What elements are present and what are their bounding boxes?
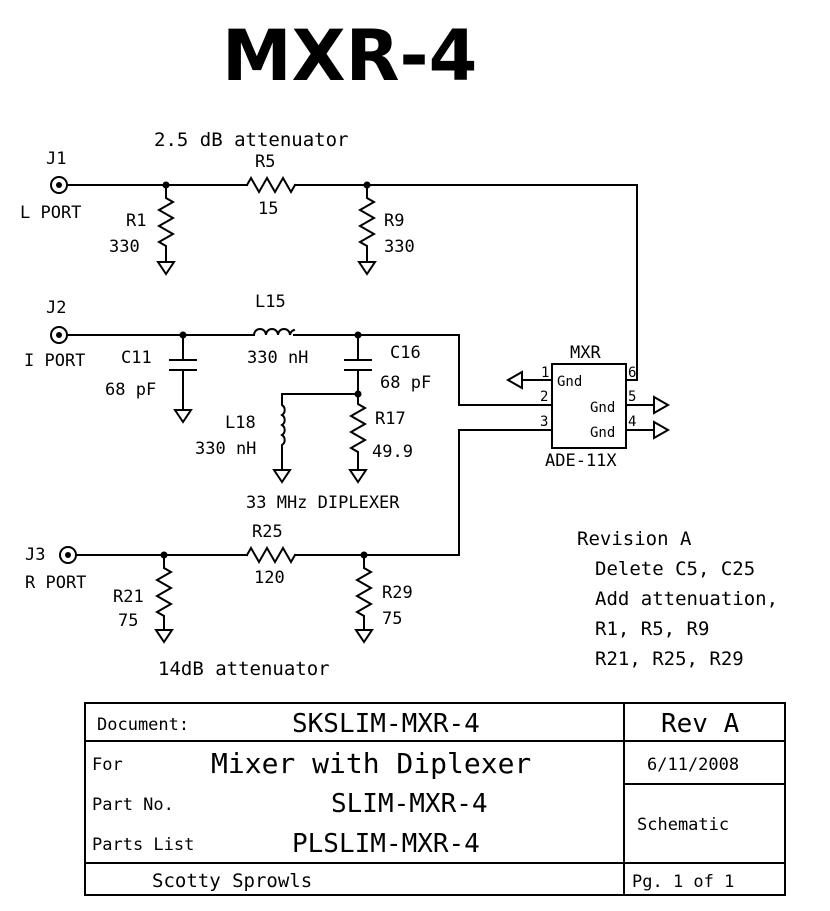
pin6-num: 6 [628,365,636,381]
j2-connector [50,326,68,344]
l18-ref: L18 [225,413,256,433]
l15-value: 330 nH [247,348,308,368]
revision-value: Rev A [661,709,740,739]
j1-ref: J1 [46,149,66,169]
ground-icon [348,469,368,484]
r1-value: 330 [109,237,140,257]
j2-ref: J2 [46,298,66,318]
r29-resistor [354,554,374,631]
j1-name: L PORT [20,203,81,223]
ground-icon [357,261,377,276]
r9-resistor [357,184,377,263]
ground-icon [272,469,292,484]
document-value: SKSLIM-MXR-4 [292,709,480,739]
revision-note: R21, R25, R29 [595,648,744,670]
for-value: Mixer with Diplexer [211,747,531,780]
r5-value: 15 [258,199,278,219]
pin3-wire [458,429,553,556]
r29-ref: R29 [382,583,413,603]
l15-ref: L15 [255,292,286,312]
revision-notes: Revision A Delete C5, C25 Add attenuatio… [577,528,778,670]
diplexer-label: 33 MHz DIPLEXER [246,493,400,513]
r29-value: 75 [382,609,402,629]
r21-ref: R21 [113,587,144,607]
r9-ref: R9 [384,211,404,231]
r25-ref: R25 [252,522,283,542]
ground-icon [173,409,193,424]
ground-icon [653,395,671,415]
wire-l-2 [294,184,638,381]
r17-ref: R17 [375,409,406,429]
c16-ref: C16 [390,343,421,363]
c16-capacitor [344,334,372,395]
l15-inductor [252,328,296,337]
j3-ref: J3 [25,545,45,565]
page-number: Pg. 1 of 1 [632,872,734,892]
parts-list-value: PLSLIM-MXR-4 [292,829,480,859]
r1-ref: R1 [126,211,146,231]
revision-note: R1, R5, R9 [595,618,709,640]
pin5-name: Gnd [590,400,615,416]
ground-icon [154,629,174,644]
r1-resistor [156,184,176,263]
revision-note: Revision A [577,528,692,550]
pin3-num: 3 [540,414,548,430]
bottom-attenuator-label: 14dB attenuator [158,658,330,680]
title-block [84,702,786,896]
l18-inductor [280,393,286,471]
part-number-label: Part No. [92,795,174,815]
ground-icon [354,629,374,644]
ground-icon [653,420,671,440]
document-label: Document: [97,715,189,735]
pin4-num: 4 [628,414,636,430]
r21-resistor [154,554,174,631]
c16-value: 68 pF [380,373,431,393]
r21-value: 75 [118,611,138,631]
parts-list-label: Parts List [92,835,194,855]
j2-name: I PORT [24,351,85,371]
for-label: For [92,755,123,775]
ground-icon [156,261,176,276]
pin1-num: 1 [541,365,549,381]
pin5-num: 5 [628,389,636,405]
revision-note: Delete C5, C25 [595,558,755,580]
c11-capacitor [169,334,197,411]
l18-value: 330 nH [195,439,256,459]
r5-ref: R5 [255,152,275,172]
author-name: Scotty Sprowls [152,870,312,892]
j3-connector [59,546,77,564]
mixer-ref: MXR [570,343,601,363]
wire-i-2 [293,334,541,406]
c11-value: 68 pF [105,380,156,400]
j3-name: R PORT [25,573,86,593]
r5-resistor [245,175,297,195]
mixer-part: ADE-11X [545,451,617,471]
r9-value: 330 [384,237,415,257]
top-attenuator-label: 2.5 dB attenuator [154,129,348,151]
sheet-type: Schematic [637,815,729,835]
date-value: 6/11/2008 [647,755,739,775]
r25-resistor [245,545,297,565]
r25-value: 120 [254,568,285,588]
c11-ref: C11 [121,348,152,368]
r17-resistor [348,393,368,471]
pin1-name: Gnd [557,374,582,390]
ground-icon [505,370,523,390]
diagram-title: MXR-4 [222,15,477,97]
part-number-value: SLIM-MXR-4 [331,789,488,819]
j1-connector [50,176,68,194]
pin4-name: Gnd [590,425,615,441]
r17-value: 49.9 [372,442,413,462]
revision-note: Add attenuation, [595,588,778,610]
pin2-num: 2 [540,389,548,405]
